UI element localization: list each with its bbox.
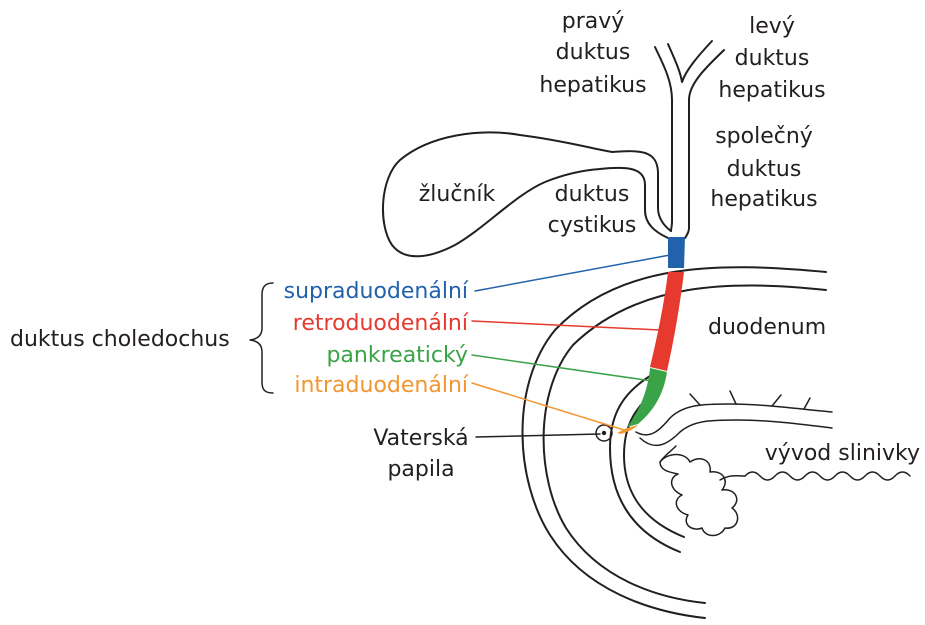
common-hepatic-duct-label-line-1: společný: [715, 124, 813, 149]
choledochus-segment-labels: supraduodenální retroduodenální pankreat…: [284, 279, 469, 398]
vater-papilla-label-line-2: papila: [387, 457, 454, 482]
pancreatic-duct-tail-wavy-line: [745, 472, 910, 480]
retroduodenal-segment-label: retroduodenální: [293, 311, 469, 336]
right-hepatic-duct-label-line-1: pravý: [562, 9, 625, 34]
gallbladder-label: žlučník: [419, 182, 496, 207]
intraduodenal-leader-line: [472, 383, 624, 430]
pancreatic-duct-label: vývod slinivky: [765, 441, 920, 466]
vater-papilla-leader-line: [476, 434, 600, 437]
supraduodenal-segment-label: supraduodenální: [284, 279, 469, 304]
choledochus-brace: [250, 283, 273, 393]
supraduodenal-leader-line: [475, 255, 670, 291]
hepatic-duct-bifurcation: [668, 41, 712, 82]
vater-papilla-marker: [596, 425, 612, 441]
vater-papilla-label-line-1: Vaterská: [373, 426, 468, 451]
pancreas-outline: [660, 455, 738, 536]
cystic-duct-label-line-1: duktus: [555, 182, 630, 207]
retroduodenal-leader-line: [472, 321, 660, 330]
right-hepatic-duct-label-line-3: hepatikus: [539, 73, 646, 98]
vater-papilla-label: Vaterská papila: [373, 426, 468, 482]
right-hepatic-duct-label: pravý duktus hepatikus: [539, 9, 646, 98]
pancreatic-segment-label: pankreatický: [326, 343, 468, 368]
choledochus-segments: [617, 237, 685, 434]
vater-papilla-dot: [602, 431, 606, 435]
intraduodenal-segment-label: intraduodenální: [294, 373, 469, 398]
left-hepatic-duct-label-line-1: levý: [749, 14, 795, 39]
pancreatic-duct-side-branches: [690, 391, 810, 409]
common-hepatic-duct-label-line-2: duktus: [727, 157, 802, 182]
pancreatic-leader-line: [472, 355, 652, 381]
common-bile-duct-label: duktus choledochus: [10, 327, 230, 352]
left-hepatic-duct-label-line-3: hepatikus: [718, 78, 825, 103]
cystic-duct-label-line-2: cystikus: [548, 213, 637, 238]
left-hepatic-duct-label-line-2: duktus: [735, 46, 810, 71]
duodenum-label: duodenum: [708, 315, 826, 340]
common-hepatic-duct-label: společný duktus hepatikus: [710, 124, 817, 212]
common-hepatic-duct-label-line-3: hepatikus: [710, 187, 817, 212]
supraduodenal-segment: [668, 237, 685, 268]
left-hepatic-duct-label: levý duktus hepatikus: [718, 14, 825, 103]
cystic-duct-label: duktus cystikus: [548, 182, 637, 238]
retroduodenal-segment: [650, 272, 684, 371]
duodenum-inner-wall-pancreas-line: [624, 390, 684, 537]
right-hepatic-duct-label-line-2: duktus: [556, 40, 631, 65]
